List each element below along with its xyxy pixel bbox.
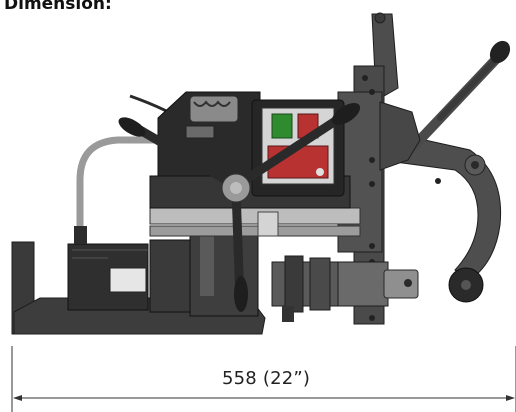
section-heading: Dimension:: [4, 0, 112, 14]
start-button: [271, 113, 293, 139]
motor: [67, 225, 259, 317]
dimension-line: [11, 346, 516, 412]
feed-lever-arm: [379, 40, 511, 303]
spindle-arbor: [271, 255, 419, 322]
slide-rails: [149, 207, 361, 237]
capstan-handles: [118, 103, 361, 312]
dimension-label: 558 (22”): [222, 368, 311, 389]
